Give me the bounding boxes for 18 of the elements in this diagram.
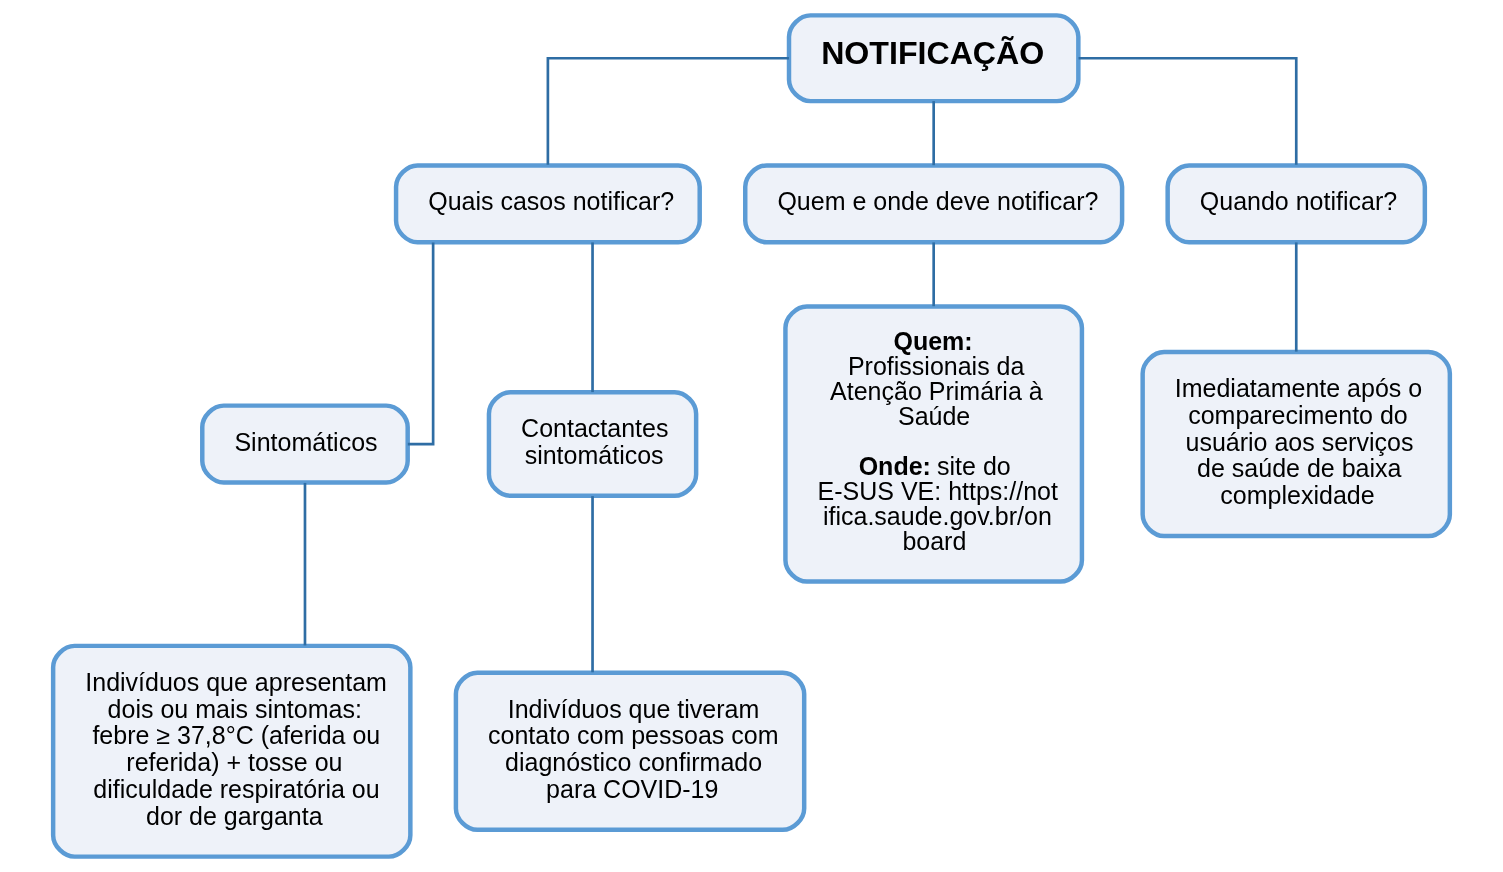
connector bbox=[1078, 56, 1298, 165]
node-box: Quem e onde deve notificar? bbox=[743, 163, 1125, 245]
node-box: Indivíduos que tiveram contato com pessoas com diagnóstico confirmado para COVID-19 bbox=[453, 670, 807, 833]
connector bbox=[1294, 242, 1298, 352]
node-box: Quando notificar? bbox=[1165, 163, 1428, 245]
connector bbox=[591, 242, 594, 393]
connector bbox=[546, 56, 789, 165]
node-box: Quais casos notificar? bbox=[393, 163, 702, 245]
node-box: Contactantes sintomáticos bbox=[486, 390, 699, 499]
node-box: Quem: Profissionais da Atenção Primária à Saúde Onde: site do E-SUS VE: https://notifica.saude.gov.br/onboard bbox=[783, 304, 1085, 584]
connector bbox=[932, 242, 935, 307]
connector bbox=[591, 496, 594, 673]
node-box: NOTIFICAÇÃO bbox=[786, 13, 1081, 104]
node-box: Indivíduos que apresentam dois ou mais sintomas: febre ≥ 37,8°C (aferida ou referida) + tosse ou dificuldade respiratória ou dor de garganta bbox=[50, 643, 413, 859]
node-box: Imediatamente após o comparecimento do usuário aos serviços de saúde de baixa complexidade bbox=[1140, 349, 1453, 539]
connector bbox=[932, 101, 935, 166]
connector bbox=[303, 482, 307, 646]
node-box: Sintomáticos bbox=[200, 403, 410, 485]
